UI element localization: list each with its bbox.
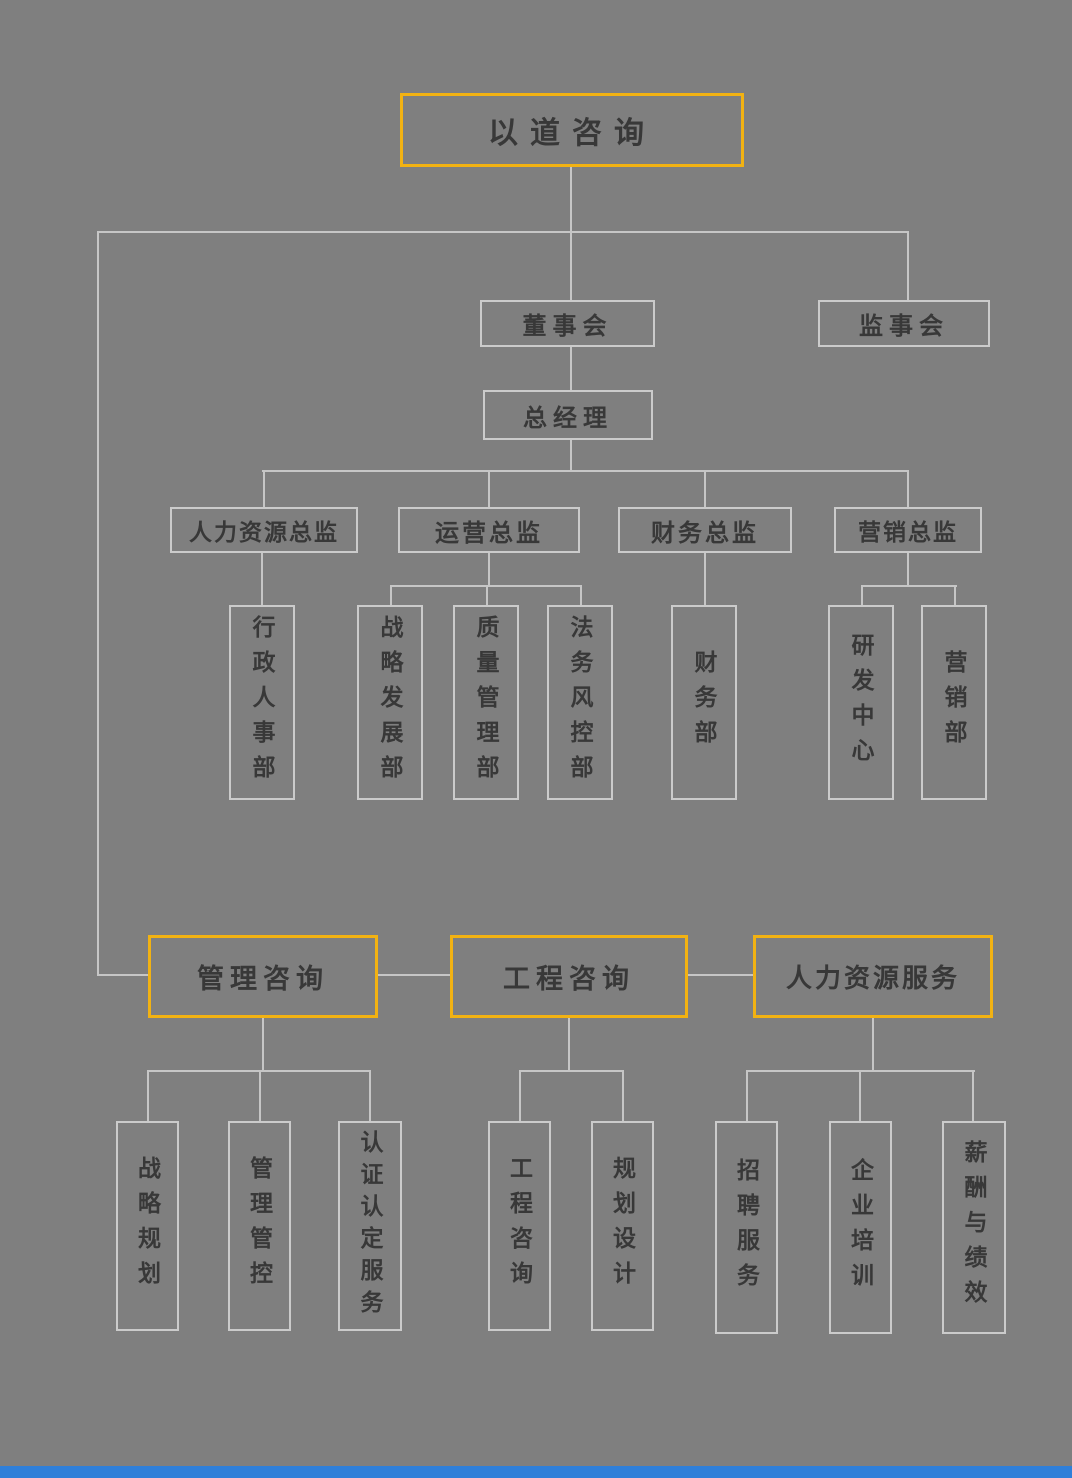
connector-line bbox=[486, 585, 488, 605]
node-legal-risk-dept: 法务风控部 bbox=[547, 605, 613, 800]
node-compensation-performance: 薪酬与绩效 bbox=[942, 1121, 1006, 1334]
connector-line bbox=[97, 231, 99, 976]
connector-line bbox=[580, 585, 582, 605]
connector-line bbox=[861, 585, 957, 587]
connector-line bbox=[861, 585, 863, 605]
connector-line bbox=[570, 347, 572, 390]
node-engineering-consulting-service: 工程咨询 bbox=[488, 1121, 551, 1331]
connector-line bbox=[519, 1070, 521, 1122]
node-finance-director: 财务总监 bbox=[618, 507, 792, 553]
connector-line bbox=[907, 470, 909, 508]
bottom-strip bbox=[0, 1466, 1072, 1478]
connector-line bbox=[568, 1018, 570, 1072]
connector-line bbox=[972, 1070, 974, 1122]
node-management-consulting: 管理咨询 bbox=[148, 935, 378, 1018]
connector-line bbox=[746, 1070, 748, 1122]
node-engineering-consulting: 工程咨询 bbox=[450, 935, 688, 1018]
connector-line bbox=[263, 470, 265, 508]
node-board-of-directors: 董事会 bbox=[480, 300, 655, 347]
connector-line bbox=[261, 553, 263, 605]
node-root: 以道咨询 bbox=[400, 93, 744, 167]
connector-line bbox=[378, 974, 450, 976]
node-strategy-development-dept: 战略发展部 bbox=[357, 605, 423, 800]
node-certification-services: 认证认定服务 bbox=[338, 1121, 402, 1331]
connector-line bbox=[147, 1070, 149, 1123]
node-management-control: 管理管控 bbox=[228, 1121, 291, 1331]
connector-line bbox=[570, 440, 572, 472]
connector-line bbox=[488, 553, 490, 587]
node-rd-center: 研发中心 bbox=[828, 605, 894, 800]
connector-line bbox=[519, 1070, 624, 1072]
connector-line bbox=[97, 974, 148, 976]
node-general-manager: 总经理 bbox=[483, 390, 653, 440]
connector-line bbox=[859, 1070, 861, 1122]
connector-line bbox=[688, 974, 753, 976]
connector-line bbox=[872, 1018, 874, 1072]
connector-line bbox=[907, 553, 909, 587]
node-hr-director: 人力资源总监 bbox=[170, 507, 358, 553]
connector-line bbox=[570, 167, 572, 300]
connector-line bbox=[704, 553, 706, 605]
node-marketing-director: 营销总监 bbox=[834, 507, 982, 553]
node-strategic-planning: 战略规划 bbox=[116, 1121, 179, 1331]
node-finance-dept: 财务部 bbox=[671, 605, 737, 800]
connector-line bbox=[262, 1018, 264, 1072]
node-hr-services: 人力资源服务 bbox=[753, 935, 993, 1018]
node-admin-hr-dept: 行政人事部 bbox=[229, 605, 295, 800]
node-planning-design: 规划设计 bbox=[591, 1121, 654, 1331]
connector-line bbox=[954, 585, 956, 605]
node-corporate-training: 企业培训 bbox=[829, 1121, 892, 1334]
connector-line bbox=[907, 231, 909, 300]
connector-line bbox=[262, 470, 909, 472]
node-quality-management-dept: 质量管理部 bbox=[453, 605, 519, 800]
connector-line bbox=[390, 585, 392, 605]
connector-line bbox=[622, 1070, 624, 1122]
node-marketing-dept: 营销部 bbox=[921, 605, 987, 800]
node-operations-director: 运营总监 bbox=[398, 507, 580, 553]
connector-line bbox=[97, 231, 909, 233]
node-recruitment-service: 招聘服务 bbox=[715, 1121, 778, 1334]
connector-line bbox=[369, 1070, 371, 1123]
connector-line bbox=[704, 470, 706, 508]
connector-line bbox=[488, 470, 490, 508]
node-supervisory-board: 监事会 bbox=[818, 300, 990, 347]
connector-line bbox=[259, 1070, 261, 1123]
